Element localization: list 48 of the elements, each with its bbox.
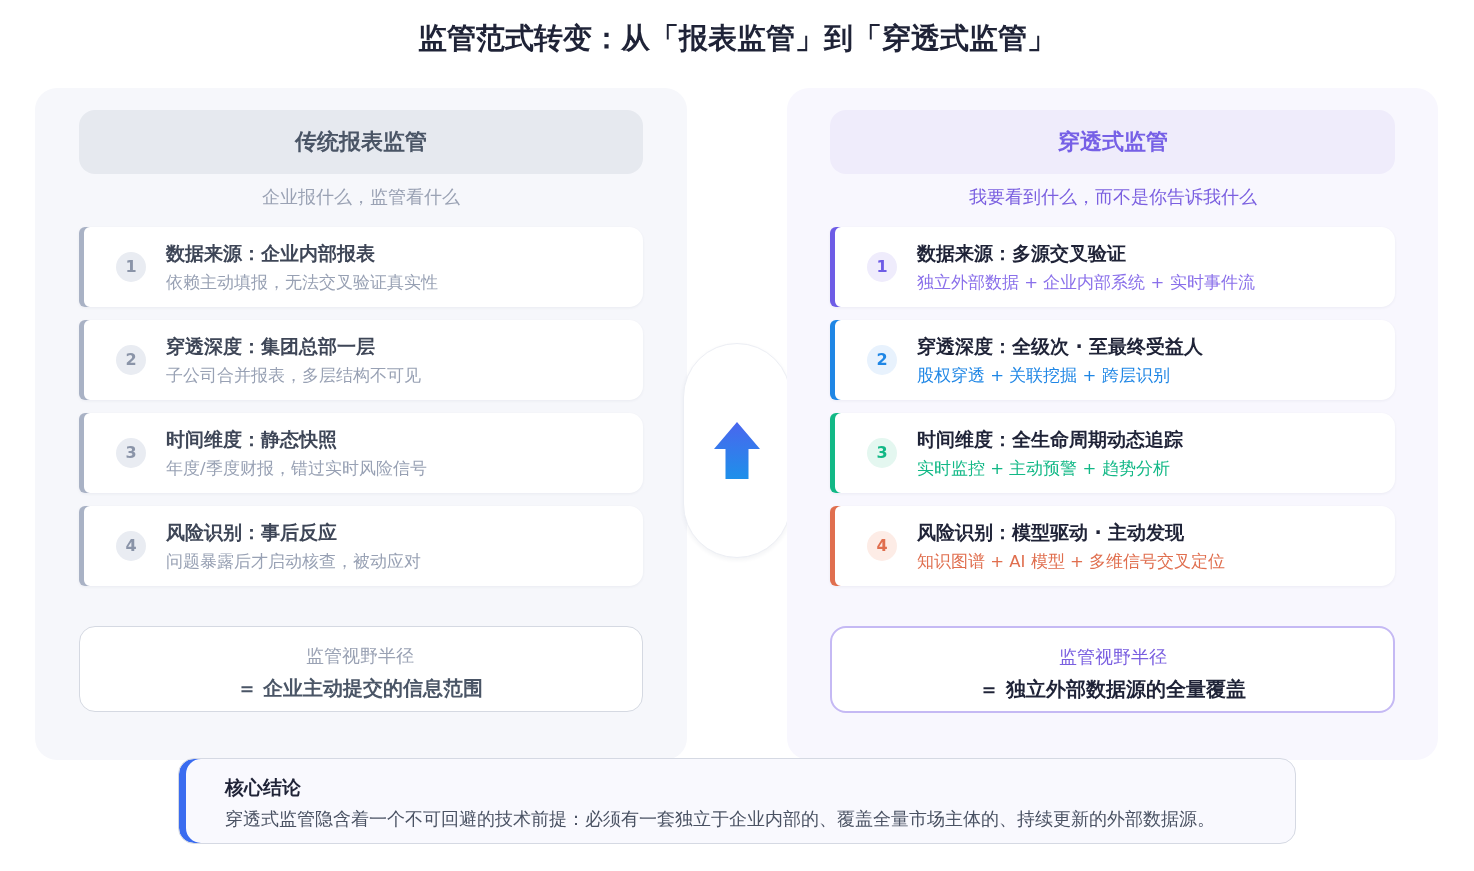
conclusion-heading: 核心结论	[225, 776, 301, 800]
item-card	[830, 320, 1395, 400]
conclusion-box	[178, 758, 1296, 844]
card-text: 依赖主动填报，无法交叉验证真实性	[166, 272, 438, 294]
comparison-panel	[787, 88, 1438, 760]
card-heading: 数据来源：企业内部报表	[166, 241, 375, 265]
number-badge: 1	[867, 252, 897, 282]
item-card	[79, 320, 643, 400]
panel-subtitle: 企业报什么，监管看什么	[261, 186, 461, 209]
header-box: 穿透式监管	[830, 110, 1395, 174]
card-text: 知识图谱 + AI 模型 + 多维信号交叉定位	[917, 551, 1226, 573]
item-card	[79, 227, 643, 307]
summary-text: ＝ 独立外部数据源的全量覆盖	[978, 676, 1247, 703]
card-text: 独立外部数据 + 企业内部系统 + 实时事件流	[917, 272, 1255, 294]
header-box: 传统报表监管	[79, 110, 643, 174]
item-card	[79, 413, 643, 493]
item-card	[830, 506, 1395, 586]
summary-text: ＝ 企业主动提交的信息范围	[235, 675, 485, 702]
card-text: 问题暴露后才启动核查，被动应对	[166, 551, 421, 573]
item-card	[830, 413, 1395, 493]
card-heading: 风险识别：模型驱动 · 主动发现	[917, 520, 1185, 544]
card-heading: 数据来源：多源交叉验证	[917, 241, 1126, 265]
summary-label: 监管视野半径	[305, 645, 415, 668]
title: 监管范式转变：从「报表监管」到「穿透式监管」	[417, 20, 1057, 57]
panel-subtitle: 我要看到什么，而不是你告诉我什么	[967, 186, 1258, 209]
number-badge: 3	[116, 438, 146, 468]
card-text: 股权穿透 + 关联挖掘 + 跨层识别	[917, 365, 1170, 387]
comparison-panel	[35, 88, 687, 760]
card-heading: 时间维度：静态快照	[166, 427, 337, 451]
number-badge: 1	[116, 252, 146, 282]
card-text: 实时监控 + 主动预警 + 趋势分析	[917, 458, 1170, 480]
card-heading: 穿透深度：集团总部一层	[166, 334, 375, 358]
number-badge: 4	[116, 531, 146, 561]
summary-label: 监管视野半径	[1057, 646, 1168, 669]
number-badge: 2	[116, 345, 146, 375]
number-badge: 2	[867, 345, 897, 375]
card-text: 年度/季度财报，错过实时风险信号	[166, 458, 427, 480]
conclusion-text: 穿透式监管隐含着一个不可回避的技术前提：必须有一套独立于企业内部的、覆盖全量市场主体的、持续更新的外部数据源。	[225, 807, 1215, 831]
number-badge: 4	[867, 531, 897, 561]
summary-box	[79, 626, 643, 712]
card-heading: 时间维度：全生命周期动态追踪	[917, 427, 1183, 451]
card-heading: 风险识别：事后反应	[166, 520, 337, 544]
number-badge: 3	[867, 438, 897, 468]
item-card	[830, 227, 1395, 307]
card-heading: 穿透深度：全级次 · 至最终受益人	[917, 334, 1204, 358]
summary-box	[830, 626, 1395, 713]
item-card	[79, 506, 643, 586]
card-text: 子公司合并报表，多层结构不可见	[166, 365, 421, 387]
